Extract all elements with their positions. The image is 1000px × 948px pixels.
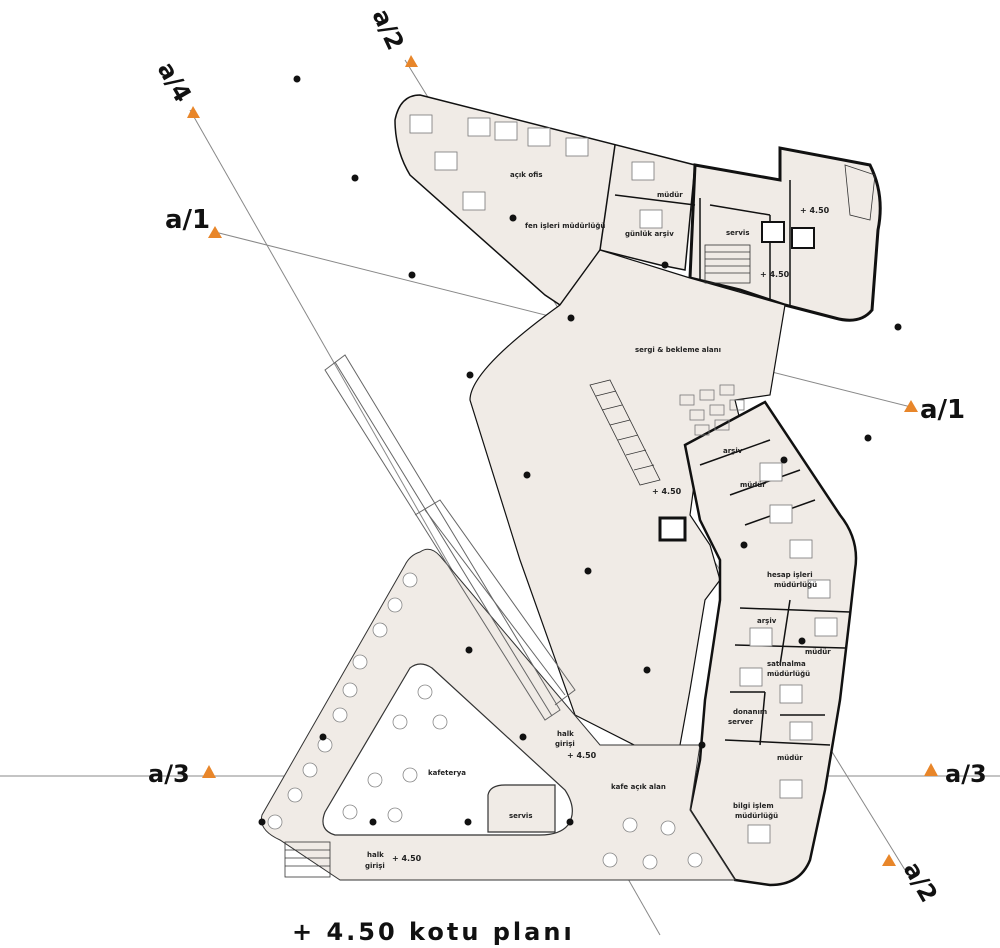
room-label-level-halk-1: + 4.50 <box>567 751 597 760</box>
section-arrow-a2-top <box>405 55 418 67</box>
room-label-arsiv-1: arşiv <box>723 447 743 455</box>
section-label-a3-right: a/3 <box>945 760 987 788</box>
ramp-strips <box>324 354 576 721</box>
room-label-servis-top: servis <box>726 229 750 237</box>
room-label-sergi: sergi & bekleme alanı <box>635 346 721 354</box>
room-label-level-halk-2: + 4.50 <box>392 854 422 863</box>
section-arrow-a2-bottom <box>882 854 896 866</box>
servis-counter <box>487 784 556 833</box>
room-label-kafe-acik-alan: kafe açık alan <box>611 783 666 791</box>
room-label-servis-cafe: servis <box>509 812 533 820</box>
room-label-mudur-2: müdür <box>740 481 766 489</box>
cafe-tables <box>267 572 703 870</box>
room-label-gunluk-arsiv: günlük arşiv <box>625 230 674 238</box>
room-label-hesap-2: müdürlüğü <box>774 581 817 589</box>
room-label-acik-ofis: açık ofis <box>510 171 543 179</box>
room-label-kafeterya: kafeterya <box>428 769 466 777</box>
section-arrow-a3-left <box>202 765 216 778</box>
room-label-bilgi-1: bilgi işlem <box>733 802 774 810</box>
room-label-level-core: + 4.50 <box>760 270 790 279</box>
room-label-bilgi-2: müdürlüğü <box>735 812 778 820</box>
stairs <box>284 164 876 878</box>
section-label-a2-top: a/2 <box>367 5 410 55</box>
section-arrow-a4 <box>187 106 200 118</box>
section-label-a1-right: a/1 <box>920 395 965 425</box>
room-label-donanim-2: server <box>728 718 754 726</box>
room-label-fen-isleri: fen işleri müdürlüğü <box>525 222 605 230</box>
room-label-halk-girisi-1a: halk <box>557 730 574 738</box>
elevator-2 <box>791 227 815 249</box>
room-label-satinalma-2: müdürlüğü <box>767 670 810 678</box>
room-label-level-top-right: + 4.50 <box>800 206 830 215</box>
section-arrow-a3-right <box>924 763 938 776</box>
section-label-a1-left: a/1 <box>165 205 210 235</box>
floor-plates <box>260 94 882 887</box>
waiting-chairs <box>679 384 745 436</box>
section-label-a4: a/4 <box>152 57 197 107</box>
room-labels: açık ofis müdür fen işleri müdürlüğü gün… <box>365 171 831 870</box>
room-label-halk-girisi-2a: halk <box>367 851 384 859</box>
floor-service-block <box>688 146 882 322</box>
room-label-halk-girisi-1b: girişi <box>555 740 575 748</box>
room-label-arsiv-2: arşiv <box>757 617 777 625</box>
room-label-satinalma-1: satınalma <box>767 660 806 668</box>
columns <box>258 75 902 826</box>
elevator-core <box>658 516 687 542</box>
room-label-hesap-1: hesap işleri <box>767 571 813 579</box>
section-label-a2-bottom: a/2 <box>898 857 943 907</box>
plan-title: + 4.50 kotu planı <box>292 918 575 946</box>
desks <box>409 114 838 844</box>
room-label-mudur-3: müdür <box>805 648 831 656</box>
section-arrow-a1-right <box>904 400 918 412</box>
room-label-halk-girisi-2b: girişi <box>365 862 385 870</box>
room-label-mudur-1: müdür <box>657 191 683 199</box>
floor-spine <box>469 249 786 749</box>
room-label-donanim-1: donanım <box>733 708 767 716</box>
section-arrow-a1-left <box>208 226 222 238</box>
room-label-level-stair: + 4.50 <box>652 487 682 496</box>
room-label-mudur-4: müdür <box>777 754 803 762</box>
section-label-a3-left: a/3 <box>148 760 190 788</box>
elevator-1 <box>761 221 785 243</box>
